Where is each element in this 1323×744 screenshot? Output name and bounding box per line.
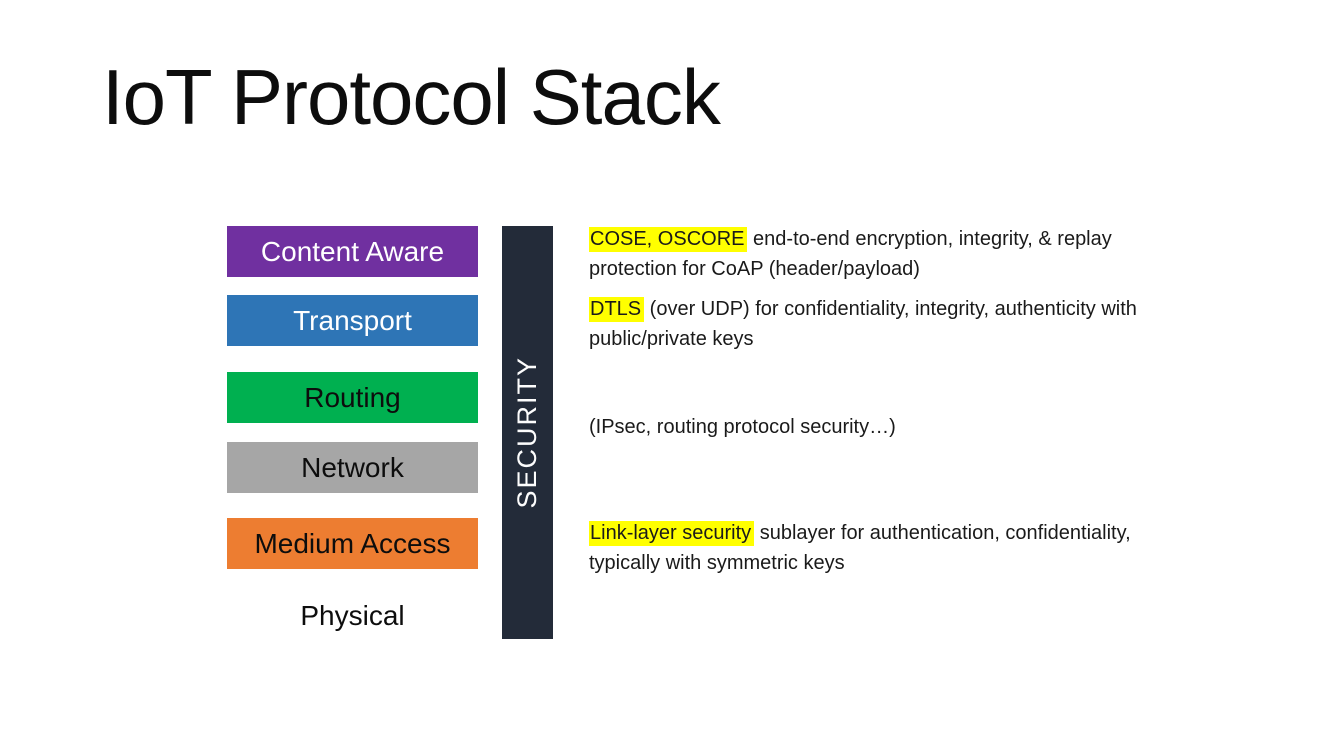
security-bar-label: SECURITY bbox=[512, 356, 542, 509]
annotation-cose-oscore: COSE, OSCORE end-to-end encryption, inte… bbox=[589, 224, 1189, 284]
annotation-dtls: DTLS (over UDP) for confidentiality, int… bbox=[589, 294, 1189, 354]
security-bar: SECURITY bbox=[502, 226, 553, 639]
annotation-text: end-to-end encryption, integrity, & repl… bbox=[589, 228, 1112, 280]
stack-layer-label: Medium Access bbox=[254, 527, 451, 559]
highlighted-term: Link-layer security bbox=[589, 521, 755, 546]
stack-layer-network: Network bbox=[227, 442, 478, 493]
stack-layer-content-aware: Content Aware bbox=[227, 226, 478, 277]
highlighted-term: COSE, OSCORE bbox=[589, 227, 748, 252]
highlighted-term: DTLS bbox=[589, 297, 645, 322]
stack-layer-routing: Routing bbox=[227, 372, 478, 423]
stack-layer-medium-access: Medium Access bbox=[227, 518, 478, 569]
stack-layer-physical: Physical bbox=[227, 597, 478, 635]
stack-layer-label: Content Aware bbox=[260, 235, 445, 267]
annotation-link-layer: Link-layer security sublayer for authent… bbox=[589, 518, 1189, 578]
annotation-text: sublayer for authentication, confidentia… bbox=[589, 522, 1131, 574]
stack-layer-transport: Transport bbox=[227, 295, 478, 346]
annotation-ipsec: (IPsec, routing protocol security…) bbox=[589, 412, 1189, 442]
annotation-text: (over UDP) for confidentiality, integrit… bbox=[589, 298, 1137, 350]
annotation-text: (IPsec, routing protocol security…) bbox=[589, 416, 896, 438]
stack-layer-label: Network bbox=[301, 451, 404, 483]
stack-layer-label: Transport bbox=[293, 304, 412, 336]
page-title: IoT Protocol Stack bbox=[102, 53, 721, 141]
stack-layer-label: Physical bbox=[300, 600, 405, 631]
stack-layer-label: Routing bbox=[304, 381, 401, 413]
